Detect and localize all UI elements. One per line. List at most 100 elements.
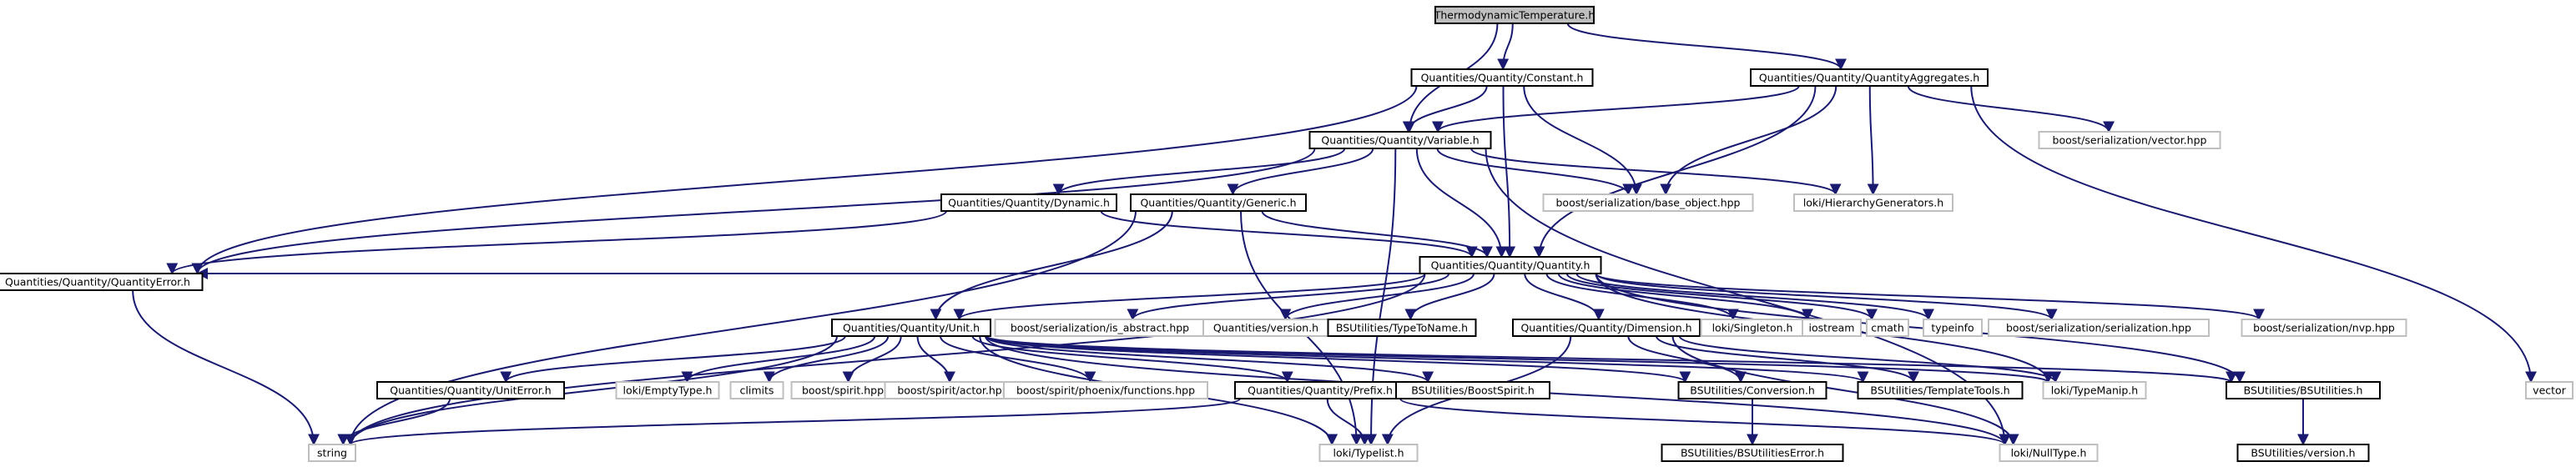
node-ser_vector[interactable]: boost/serialization/vector.hpp xyxy=(2038,131,2221,149)
node-label-prefix: Quantities/Quantity/Prefix.h xyxy=(1248,384,1393,397)
node-box-ser_nvp xyxy=(2241,319,2407,337)
node-quantity[interactable]: Quantities/Quantity/Quantity.h xyxy=(1419,256,1602,274)
edge-quantity-to-ser_nvp xyxy=(1595,273,2265,321)
node-ser_serialization[interactable]: boost/serialization/serialization.hpp xyxy=(1988,319,2210,337)
node-label-string: string xyxy=(317,447,347,459)
edge-quantity-to-bsutilities xyxy=(1595,273,2246,384)
edge-unit-to-bsspirit xyxy=(985,335,1434,384)
node-dimension[interactable]: Quantities/Quantity/Dimension.h xyxy=(1512,319,1701,337)
node-dynamic[interactable]: Quantities/Quantity/Dynamic.h xyxy=(940,193,1117,212)
node-ser_nvp[interactable]: boost/serialization/nvp.hpp xyxy=(2241,319,2407,337)
edge-dynamic-to-quantity xyxy=(1100,210,1478,259)
node-typeinfo[interactable]: typeinfo xyxy=(1923,319,1983,337)
node-label-generic: Quantities/Quantity/Generic.h xyxy=(1140,197,1296,209)
edge-dimension-to-templatetools xyxy=(1656,335,1919,384)
edge-quantity-to-cmath xyxy=(1565,273,1878,321)
node-base_object[interactable]: boost/serialization/base_object.hpp xyxy=(1542,193,1754,212)
edge-quantity-to-unit xyxy=(953,273,1426,321)
node-label-qerror: Quantities/Quantity/QuantityError.h xyxy=(5,276,190,289)
node-constant[interactable]: Quantities/Quantity/Constant.h xyxy=(1410,68,1594,87)
node-label-ser_nvp: boost/serialization/nvp.hpp xyxy=(2253,322,2395,334)
node-label-phoenix: boost/spirit/phoenix/functions.hpp xyxy=(1016,384,1195,397)
node-emptytype[interactable]: loki/EmptyType.h xyxy=(615,381,720,399)
node-cmath[interactable]: cmath xyxy=(1866,319,1909,337)
node-label-dimension: Quantities/Quantity/Dimension.h xyxy=(1520,322,1691,334)
edge-generic-to-unit xyxy=(930,210,1173,321)
node-box-aggregates xyxy=(1750,68,1989,87)
node-climits[interactable]: climits xyxy=(729,381,784,399)
node-variable[interactable]: Quantities/Quantity/Variable.h xyxy=(1308,131,1492,149)
node-string[interactable]: string xyxy=(308,444,356,462)
edge-dynamic-to-qerror xyxy=(166,210,947,275)
edge-constant-to-quantity xyxy=(1502,85,1516,259)
node-phoenix[interactable]: boost/spirit/phoenix/functions.hpp xyxy=(1003,381,1208,399)
edge-unit-to-phoenix xyxy=(939,335,1096,384)
node-bsutilerror[interactable]: BSUtilities/BSUtilitiesError.h xyxy=(1661,444,1844,462)
node-label-ser_serialization: boost/serialization/serialization.hpp xyxy=(2006,322,2191,334)
node-templatetools[interactable]: BSUtilities/TemplateTools.h xyxy=(1857,381,2024,399)
node-box-bsutilerror xyxy=(1661,444,1844,462)
node-conversion[interactable]: BSUtilities/Conversion.h xyxy=(1677,381,1827,399)
node-box-templatetools xyxy=(1857,381,2024,399)
node-box-bsutilities xyxy=(2226,381,2381,399)
node-uniterror[interactable]: Quantities/Quantity/UnitError.h xyxy=(376,381,565,399)
edge-unit-to-spirit xyxy=(842,335,902,384)
node-hiergen[interactable]: loki/HierarchyGenerators.h xyxy=(1793,193,1953,212)
node-typemanip[interactable]: loki/TypeManip.h xyxy=(2042,381,2147,399)
node-root[interactable]: ThermodynamicTemperature.h xyxy=(1434,6,1596,24)
edge-prefix-to-nulltype xyxy=(1399,398,2011,446)
node-qversion[interactable]: Quantities/version.h xyxy=(1202,319,1329,337)
node-box-dimension xyxy=(1512,319,1701,337)
node-qerror[interactable]: Quantities/Quantity/QuantityError.h xyxy=(0,273,204,291)
node-box-ser_vector xyxy=(2038,131,2221,149)
node-unit[interactable]: Quantities/Quantity/Unit.h xyxy=(831,319,991,337)
node-bsversion[interactable]: BSUtilities/version.h xyxy=(2236,444,2370,462)
edge-unit-to-climits xyxy=(763,335,890,384)
edge-aggregates-to-hiergen xyxy=(1867,85,1879,196)
node-generic[interactable]: Quantities/Quantity/Generic.h xyxy=(1130,193,1307,212)
node-nulltype[interactable]: loki/NullType.h xyxy=(1999,444,2099,462)
node-label-uniterror: Quantities/Quantity/UnitError.h xyxy=(390,384,551,397)
node-box-quantity xyxy=(1419,256,1602,274)
node-prefix[interactable]: Quantities/Quantity/Prefix.h xyxy=(1234,381,1406,399)
edge-generic-to-string xyxy=(345,210,1137,446)
node-box-bsversion xyxy=(2236,444,2370,462)
node-box-phoenix xyxy=(1003,381,1208,399)
node-box-root xyxy=(1434,6,1595,24)
node-aggregates[interactable]: Quantities/Quantity/QuantityAggregates.h xyxy=(1750,68,1989,87)
node-box-typeinfo xyxy=(1923,319,1983,337)
node-vector[interactable]: vector xyxy=(2525,381,2573,399)
node-box-dynamic xyxy=(940,193,1117,212)
node-label-quantity: Quantities/Quantity/Quantity.h xyxy=(1431,259,1590,272)
node-label-qversion: Quantities/version.h xyxy=(1213,322,1318,334)
node-spirit_actor[interactable]: boost/spirit/actor.hpp xyxy=(884,381,1022,399)
edge-unit-to-uniterror xyxy=(500,335,846,384)
edge-variable-to-quantity xyxy=(1415,148,1508,259)
edge-quantity-to-dimension xyxy=(1524,273,1605,321)
edge-variable-to-dynamic xyxy=(1052,148,1346,196)
edge-variable-to-base_object xyxy=(1436,148,1635,196)
edge-variable-to-generic xyxy=(1227,148,1374,196)
node-label-base_object: boost/serialization/base_object.hpp xyxy=(1556,197,1741,209)
node-label-is_abstract: boost/serialization/is_abstract.hpp xyxy=(1011,322,1189,334)
node-label-ser_vector: boost/serialization/vector.hpp xyxy=(2053,134,2207,147)
node-label-spirit: boost/spirit.hpp xyxy=(802,384,884,397)
node-box-uniterror xyxy=(376,381,565,399)
node-box-vector xyxy=(2525,381,2573,399)
node-spirit[interactable]: boost/spirit.hpp xyxy=(790,381,895,399)
node-typelist[interactable]: loki/Typelist.h xyxy=(1318,444,1419,462)
node-label-singleton: loki/Singleton.h xyxy=(1712,322,1793,334)
edge-constant-to-variable xyxy=(1402,85,1488,133)
node-bsspirit[interactable]: BSUtilities/BoostSpirit.h xyxy=(1395,381,1550,399)
node-singleton[interactable]: loki/Singleton.h xyxy=(1700,319,1805,337)
node-is_abstract[interactable]: boost/serialization/is_abstract.hpp xyxy=(994,319,1206,337)
edge-dimension-to-typemanip xyxy=(1678,335,2061,384)
edge-quantity-to-string xyxy=(345,273,1426,446)
edge-constant-to-qerror xyxy=(191,85,1418,275)
node-bsutilities[interactable]: BSUtilities/BSUtilities.h xyxy=(2226,381,2381,399)
node-typetoname[interactable]: BSUtilities/TypeToName.h xyxy=(1327,319,1477,337)
node-box-qerror xyxy=(0,273,204,291)
node-box-typemanip xyxy=(2042,381,2147,399)
node-iostream[interactable]: iostream xyxy=(1802,319,1862,337)
